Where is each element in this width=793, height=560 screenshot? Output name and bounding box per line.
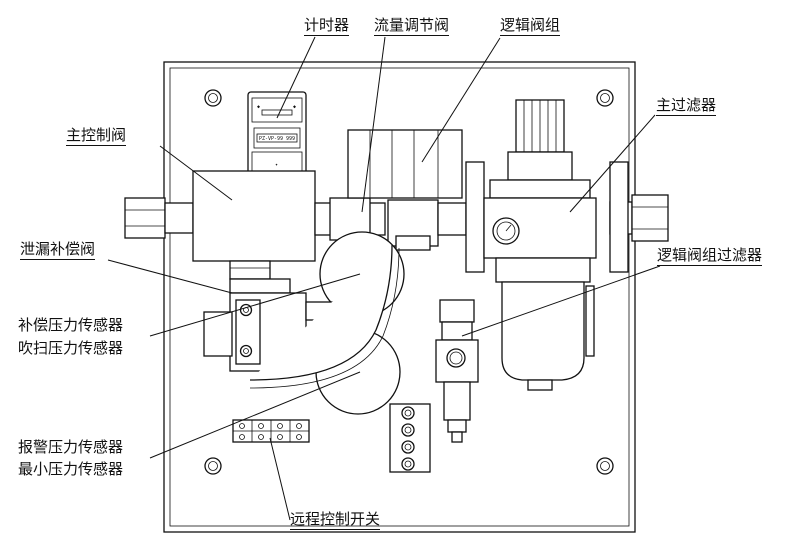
logic-group-filter [435, 299, 479, 443]
svg-text:◆: ◆ [257, 104, 260, 110]
timer-display-text: PZ-VP-99 999 [259, 136, 295, 142]
label-comp-pressure-sensor: 补偿压力传感器 [18, 316, 124, 334]
main-filter [465, 99, 629, 391]
leader-lines [107, 36, 661, 521]
tubing [249, 244, 400, 389]
label-alarm-pressure-sensor: 报警压力传感器 [18, 438, 124, 456]
remote-control-switch [232, 419, 310, 443]
svg-text:✦: ✦ [275, 162, 278, 168]
label-min-pressure-sensor: 最小压力传感器 [18, 460, 124, 478]
label-logic-group-filter: 逻辑阀组过滤器 [657, 246, 763, 266]
timer-device: PZ-VP-99 999 ◆◆ ◆◆ ✦ [247, 91, 307, 185]
logic-valve-group [347, 129, 463, 199]
label-logic-valve-group: 逻辑阀组 [500, 16, 561, 36]
inlet-fitting [124, 197, 194, 239]
label-main-control-valve: 主控制阀 [66, 126, 127, 146]
label-flow-valve: 流量调节阀 [374, 16, 450, 36]
terminal-connectors [389, 403, 431, 473]
svg-text:◆: ◆ [293, 104, 296, 110]
plate-bolt-holes [204, 89, 614, 475]
label-purge-pressure-sensor: 吹扫压力传感器 [18, 339, 124, 357]
label-timer: 计时器 [304, 16, 350, 36]
label-main-filter: 主过滤器 [656, 96, 717, 116]
label-remote-switch: 远程控制开关 [290, 510, 381, 530]
label-leak-comp-valve: 泄漏补偿阀 [20, 240, 96, 260]
